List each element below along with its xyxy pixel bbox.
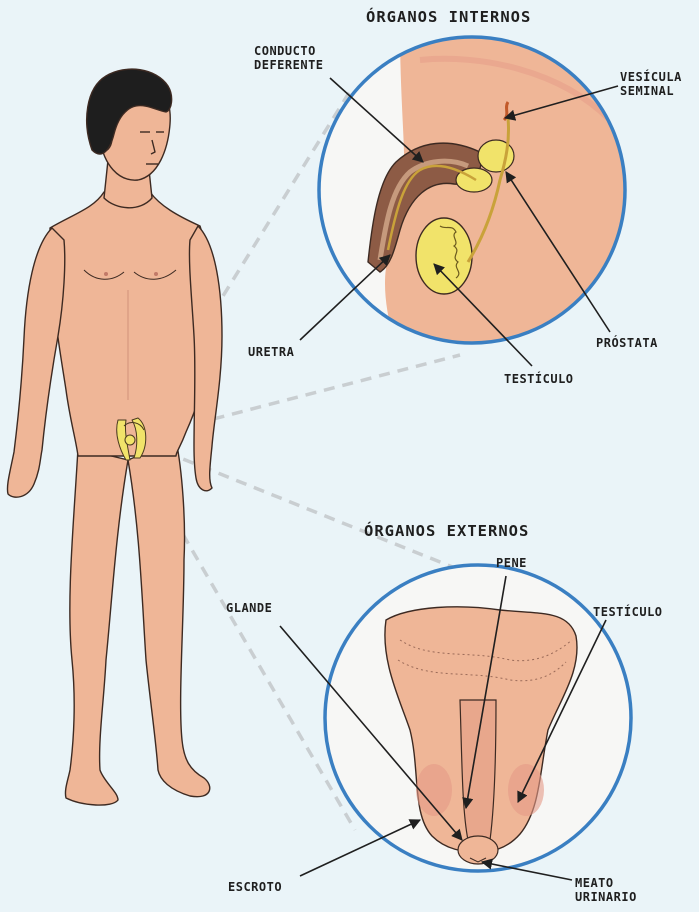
label-prostata: PRÓSTATA xyxy=(596,336,658,350)
left-leg xyxy=(65,448,128,805)
external-organs-title: ÓRGANOS EXTERNOS xyxy=(364,524,529,538)
label-pene: PENE xyxy=(496,556,527,570)
torso xyxy=(50,192,211,456)
label-conducto-deferente: CONDUCTO DEFERENTE xyxy=(254,44,324,72)
label-vesicula-seminal: VESÍCULA SEMINAL xyxy=(620,70,682,98)
internal-organs-title: ÓRGANOS INTERNOS xyxy=(366,10,531,24)
left-arm xyxy=(7,228,64,497)
right-arm xyxy=(189,226,222,491)
internal-organs-circle xyxy=(319,27,640,360)
man-figure xyxy=(7,69,222,805)
right-leg xyxy=(128,440,210,797)
label-uretra: URETRA xyxy=(248,345,294,359)
label-escroto: ESCROTO xyxy=(228,880,282,894)
label-testiculo-external: TESTÍCULO xyxy=(593,605,663,619)
label-testiculo-internal: TESTÍCULO xyxy=(504,372,574,386)
label-meato-urinario: MEATO URINARIO xyxy=(575,876,637,904)
external-organs-circle xyxy=(325,565,631,871)
label-glande: GLANDE xyxy=(226,601,272,615)
